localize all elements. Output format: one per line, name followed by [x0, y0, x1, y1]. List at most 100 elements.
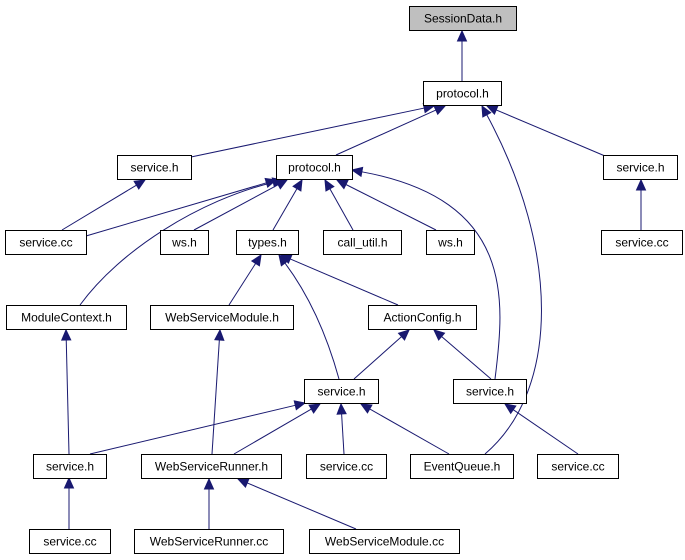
- file-node[interactable]: protocol.h: [276, 155, 353, 180]
- edge-layer: [60, 29, 647, 530]
- edge-line: [190, 107, 425, 158]
- node-box: [601, 230, 683, 255]
- node-box: [306, 454, 387, 479]
- dependency-edge: [272, 178, 303, 231]
- file-node[interactable]: service.cc: [601, 230, 683, 255]
- node-box: [426, 230, 475, 255]
- node-label: service.cc: [615, 236, 668, 250]
- file-node[interactable]: service.h: [304, 379, 379, 404]
- dependency-edge: [85, 177, 278, 237]
- dependency-edge: [63, 476, 75, 529]
- file-node[interactable]: call_util.h: [323, 230, 402, 255]
- edge-arrowhead: [292, 178, 303, 192]
- edge-arrowhead: [250, 253, 262, 267]
- file-node[interactable]: WebServiceModule.h: [150, 305, 294, 330]
- node-label: ModuleContext.h: [21, 311, 112, 325]
- dependency-edge: [335, 105, 447, 156]
- node-box: [236, 230, 299, 255]
- dependency-edge: [60, 328, 72, 455]
- node-label: protocol.h: [288, 161, 341, 175]
- file-node[interactable]: ws.h: [426, 230, 475, 255]
- node-box: [276, 155, 353, 180]
- node-label: ws.h: [437, 236, 463, 250]
- edge-arrowhead: [335, 179, 349, 190]
- node-box: [423, 81, 502, 106]
- file-node[interactable]: service.h: [117, 155, 192, 180]
- file-node[interactable]: service.cc: [5, 230, 87, 255]
- edge-arrowhead: [350, 166, 364, 178]
- edge-line: [233, 408, 312, 455]
- dependency-edge: [353, 329, 410, 380]
- node-box: [323, 230, 402, 255]
- edge-arrowhead: [503, 403, 517, 415]
- node-label: ActionConfig.h: [383, 311, 461, 325]
- edge-arrowhead: [133, 179, 147, 190]
- edge-line: [193, 184, 279, 231]
- file-node[interactable]: types.h: [236, 230, 299, 255]
- node-box: [5, 230, 87, 255]
- node-label: call_util.h: [337, 236, 387, 250]
- node-box: [160, 230, 209, 255]
- node-box: [309, 529, 460, 554]
- file-node[interactable]: ws.h: [160, 230, 209, 255]
- edge-arrowhead: [481, 104, 492, 118]
- edge-line: [353, 336, 402, 380]
- node-label: EventQueue.h: [424, 460, 501, 474]
- dependency-edge: [61, 179, 147, 231]
- edge-arrowhead: [278, 254, 290, 267]
- node-label: WebServiceModule.h: [165, 311, 279, 325]
- node-label: service.h: [616, 161, 664, 175]
- edge-line: [211, 339, 220, 455]
- dependency-edge: [456, 29, 468, 81]
- node-box: [29, 529, 111, 554]
- edge-line: [512, 409, 579, 455]
- node-label: service.h: [466, 385, 514, 399]
- edge-line: [61, 184, 137, 231]
- file-node[interactable]: ActionConfig.h: [368, 305, 477, 330]
- file-node[interactable]: service.h: [453, 379, 527, 404]
- file-node[interactable]: service.cc: [306, 454, 387, 479]
- dependency-edge: [485, 105, 606, 157]
- file-node[interactable]: service.h: [603, 155, 678, 180]
- node-label: service.cc: [320, 460, 373, 474]
- edge-line: [79, 181, 274, 306]
- file-node[interactable]: WebServiceRunner.cc: [134, 529, 284, 554]
- node-box: [33, 454, 107, 479]
- node-label: WebServiceModule.cc: [325, 535, 444, 549]
- dependency-edge: [203, 477, 215, 529]
- file-node[interactable]: protocol.h: [423, 81, 502, 106]
- node-box: [409, 6, 517, 31]
- file-node[interactable]: ModuleContext.h: [6, 305, 127, 330]
- dependency-edge: [336, 402, 347, 455]
- dependency-edge: [433, 329, 492, 380]
- file-node[interactable]: service.cc: [537, 454, 619, 479]
- edge-arrowhead: [433, 105, 447, 116]
- edge-arrowhead: [336, 402, 347, 415]
- node-box: [603, 155, 678, 180]
- dependency-edge: [359, 403, 450, 455]
- edge-arrowhead: [456, 29, 468, 42]
- edge-line: [247, 482, 357, 530]
- node-label: service.h: [46, 460, 94, 474]
- dependency-edge: [278, 254, 340, 380]
- edge-line: [441, 336, 492, 380]
- edge-line: [345, 184, 437, 231]
- file-node[interactable]: service.h: [33, 454, 107, 479]
- node-label: types.h: [248, 236, 287, 250]
- node-box: [537, 454, 619, 479]
- edge-line: [284, 262, 340, 380]
- file-node[interactable]: EventQueue.h: [410, 454, 514, 479]
- node-label: service.cc: [19, 236, 72, 250]
- node-label: service.cc: [43, 535, 96, 549]
- node-box: [6, 305, 127, 330]
- edge-arrowhead: [214, 328, 225, 341]
- dependency-edge: [635, 178, 647, 230]
- node-label: WebServiceRunner.cc: [150, 535, 269, 549]
- edge-line: [85, 182, 267, 237]
- file-node[interactable]: WebServiceRunner.h: [141, 454, 282, 479]
- file-node[interactable]: service.cc: [29, 529, 111, 554]
- edge-arrowhead: [324, 178, 335, 192]
- file-node[interactable]: WebServiceModule.cc: [309, 529, 460, 554]
